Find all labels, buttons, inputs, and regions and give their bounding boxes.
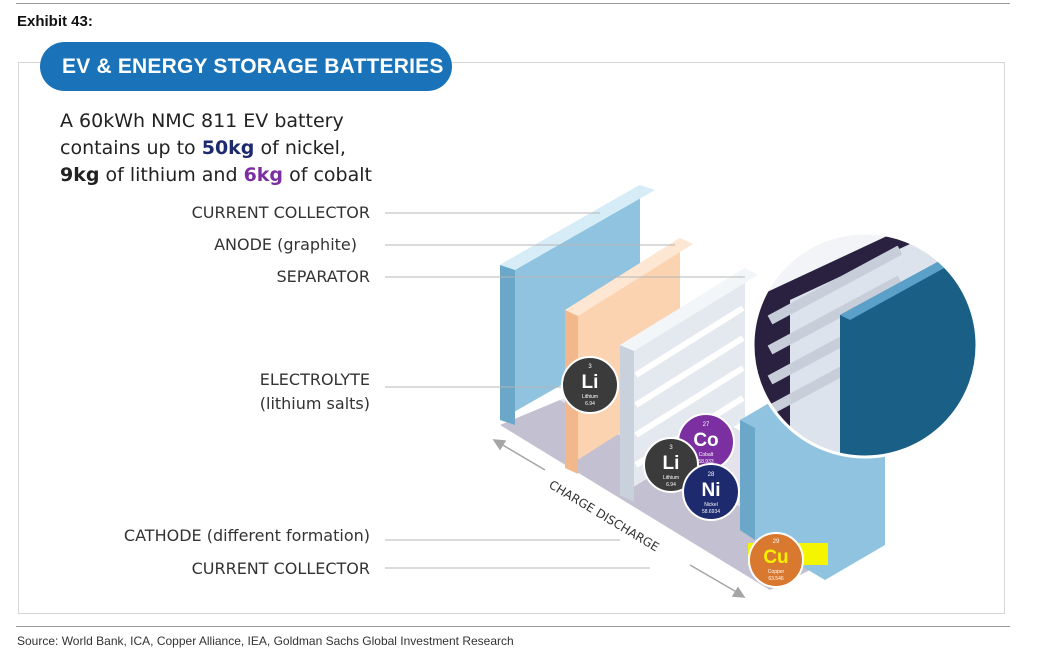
collector-top-edge <box>500 185 655 270</box>
cobalt-amount: 6kg <box>243 164 284 186</box>
exhibit-label: Exhibit 43: <box>17 13 93 30</box>
ni-symbol: Ni <box>702 480 721 501</box>
nickel-amount: 50kg <box>201 137 255 159</box>
source-note: Source: World Bank, ICA, Copper Alliance… <box>17 634 514 648</box>
cu-number: 29 <box>773 539 780 545</box>
label-electrolyte: ELECTROLYTE <box>259 370 370 389</box>
label-separator: SEPARATOR <box>276 267 371 286</box>
co-name: Cobalt <box>699 452 714 458</box>
ni-mass: 58.6934 <box>702 509 720 515</box>
charge-discharge-arrows <box>492 439 746 598</box>
copper-badge: 29 Cu Copper 63.546 <box>748 532 804 588</box>
ni-name: Nickel <box>704 502 718 508</box>
headline-line-2-post: of nickel, <box>254 137 346 159</box>
headline-line-3-post: of cobalt <box>283 164 372 186</box>
lithium-anode-badge: 3 Li Lithium 6.94 <box>561 356 619 414</box>
li-cathode-symbol: Li <box>663 453 680 474</box>
li-anode-number: 3 <box>588 364 592 370</box>
headline: A 60kWh NMC 811 EV battery contains up t… <box>60 108 372 189</box>
zoom-detail <box>753 233 977 457</box>
separator-edge <box>620 268 758 351</box>
co-number: 27 <box>703 422 710 428</box>
co-mass: 58.933 <box>698 459 714 465</box>
title-pill: EV & ENERGY STORAGE BATTERIES <box>40 42 452 91</box>
separator-side <box>620 345 634 502</box>
cu-symbol: Cu <box>763 547 788 568</box>
label-current-collector-top: CURRENT COLLECTOR <box>191 203 370 222</box>
li-anode-name: Lithium <box>582 394 598 400</box>
label-current-collector-bottom: CURRENT COLLECTOR <box>191 559 370 578</box>
li-cathode-name: Lithium <box>663 475 679 481</box>
leader-lines <box>385 212 745 569</box>
label-anode: ANODE (graphite) <box>214 235 357 254</box>
ni-number: 28 <box>708 472 715 478</box>
collector-top-side <box>500 265 515 425</box>
cu-name: Copper <box>768 569 785 575</box>
source-rule <box>16 626 1010 627</box>
headline-line-3: 9kg of lithium and 6kg of cobalt <box>60 162 372 189</box>
zoom-ring <box>751 231 979 459</box>
headline-line-2-pre: contains up to <box>60 137 202 159</box>
lithium-amount: 9kg <box>60 164 100 186</box>
label-cathode: CATHODE (different formation) <box>123 526 370 545</box>
cu-mass: 63.546 <box>768 576 784 582</box>
nickel-badge: 28 Ni Nickel 58.6934 <box>682 463 740 521</box>
headline-line-1: A 60kWh NMC 811 EV battery <box>60 110 344 132</box>
collector-top-front <box>500 185 640 420</box>
co-symbol: Co <box>693 430 718 451</box>
headline-line-3-mid: of lithium and <box>99 164 244 186</box>
li-cathode-mass: 6.94 <box>666 482 676 488</box>
li-anode-symbol: Li <box>582 372 599 393</box>
top-rule <box>16 3 1010 4</box>
headline-line-2: contains up to 50kg of nickel, <box>60 135 372 162</box>
collector-bottom-side <box>740 420 755 540</box>
lithium-cathode-badge: 3 Li Lithium 6.94 <box>643 437 699 493</box>
li-cathode-number: 3 <box>669 445 673 451</box>
diagram-panel <box>18 62 1005 614</box>
li-anode-mass: 6.94 <box>585 401 595 407</box>
label-electrolyte-sub: (lithium salts) <box>259 394 370 413</box>
